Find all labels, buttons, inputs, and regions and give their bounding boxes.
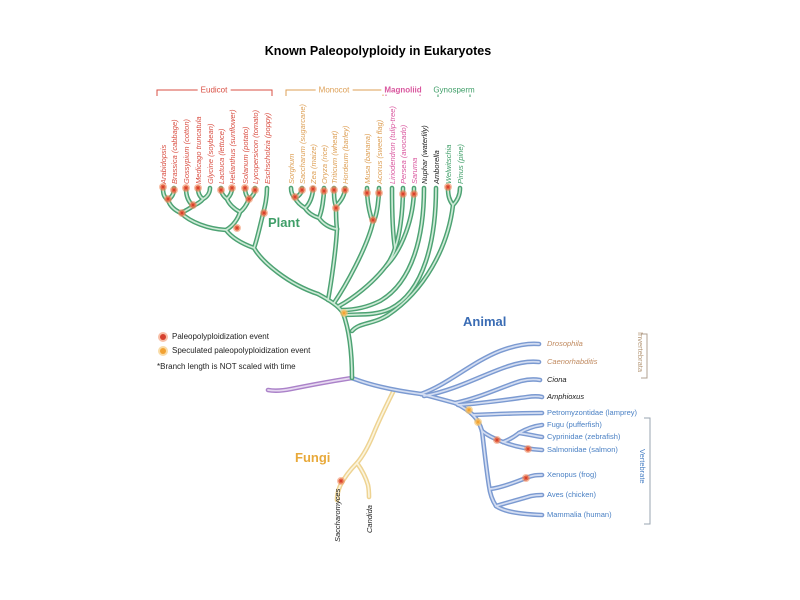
taxon-label-petromyzontidae: Petromyzontidae (lamprey): [547, 408, 638, 417]
event-dot: [158, 182, 167, 191]
section-title-plant: Plant: [268, 215, 300, 230]
event-dot: [232, 223, 241, 232]
taxon-label-musa: Musa (banana): [363, 133, 372, 184]
taxon-label-fugu: Fugu (pufferfish): [547, 420, 602, 429]
event-dot: [492, 435, 501, 444]
group-header-eudicot: Eudicot: [197, 85, 231, 95]
taxon-label-glycine: Glycine (soybean): [206, 123, 215, 184]
taxon-label-xenopus: Xenopus (frog): [547, 470, 597, 479]
event-dot: [409, 189, 418, 198]
event-dot: [250, 185, 259, 194]
taxon-label-salmonidae: Salmonidae (salmon): [547, 445, 618, 454]
event-dot-legend-icon: [160, 333, 166, 340]
taxon-label-welwitschia: Welwitschia: [444, 144, 453, 184]
taxon-label-lycopersicon: Lycopersicon (tomato): [251, 109, 260, 184]
event-dot: [188, 200, 197, 209]
clade-label-vertebrate: Vertebrate: [638, 449, 647, 484]
legend-event-label: Paleopolyploidization event: [172, 332, 269, 341]
taxon-label-amphioxus: Amphioxus: [547, 392, 585, 401]
event-dot: [227, 183, 236, 192]
event-dot: [329, 185, 338, 194]
event-dot: [169, 185, 178, 194]
taxon-label-caenorhabditis: Caenorhabditis: [547, 357, 598, 366]
event-dot: [362, 188, 371, 197]
taxon-label-gossypium: Gossypium (cotton): [182, 118, 191, 184]
taxon-label-lactuca: Lactuca (lettuce): [217, 128, 226, 184]
taxon-label-brassica: Brassica (cabbage): [170, 119, 179, 184]
taxon-label-cyprinidae: Cyprinidae (zebrafish): [547, 432, 621, 441]
event-dot: [177, 208, 186, 217]
taxon-label-amborella: Amborella: [432, 150, 441, 184]
speculated-event-dot: [464, 405, 473, 414]
group-header-gynosperm: Gynosperm: [430, 85, 478, 95]
clade-label-invertebrata: Invertebrata: [636, 332, 645, 373]
taxon-label-triticum: Triticum (wheat): [330, 130, 339, 184]
taxon-label-saccharum: Saccharum (sugarcane): [298, 103, 307, 184]
taxon-label-nuphar: Nuphar (waterlily): [420, 125, 429, 184]
speculated-event-dot: [473, 417, 482, 426]
taxon-label-acorus: Acorus (sweet flag): [375, 119, 384, 184]
section-title-animal: Animal: [463, 314, 507, 329]
taxon-label-aves: Aves (chicken): [547, 490, 597, 499]
paleopolyploidization-events: [158, 182, 533, 485]
event-dot: [398, 189, 407, 198]
event-dot: [193, 183, 202, 192]
event-dot: [290, 192, 299, 201]
group-header-monocot: Monocot: [315, 85, 353, 95]
speculated-event-dot: [339, 308, 348, 317]
legend-event-row: Paleopolyploidization event: [158, 332, 269, 341]
event-dot: [240, 183, 249, 192]
taxon-label-saccharomyces: Saccharomyces: [333, 488, 342, 542]
event-dot: [368, 215, 377, 224]
event-dot: [297, 185, 306, 194]
event-dot: [336, 476, 345, 485]
taxon-label-ciona: Ciona: [547, 375, 567, 384]
taxon-label-zea: Zea (maize): [309, 143, 318, 184]
speculated-dot-legend-icon: [160, 347, 166, 354]
outgroup-branch: [268, 378, 352, 391]
invertebrata-bracket: [641, 333, 648, 379]
branch-length-note: *Branch length is NOT scaled with time: [157, 362, 296, 371]
event-dot: [522, 473, 531, 482]
diagram-title: Known Paleopolyploidy in Eukaryotes: [264, 44, 492, 58]
event-dot: [308, 184, 317, 193]
taxon-label-helianthus: Helianthus (sunflower): [228, 109, 237, 184]
section-title-fungi: Fungi: [295, 450, 331, 465]
taxon-label-persea: Persea (avocado): [399, 124, 408, 184]
event-dot: [331, 203, 340, 212]
event-dot: [374, 188, 383, 197]
taxon-label-eschscholzia: Eschscholzia (poppy): [263, 112, 272, 184]
event-dot: [181, 183, 190, 192]
taxon-label-medicago: Medicago truncatula: [194, 116, 203, 184]
event-dot: [244, 194, 253, 203]
taxon-label-hordeum: Hordeum (barley): [341, 125, 350, 184]
group-header-magnoliid: Magnoliid: [381, 85, 425, 95]
taxon-label-solanum: Solanum (potato): [241, 126, 250, 184]
vertebrate-bracket: [644, 417, 651, 525]
event-dot: [216, 185, 225, 194]
taxon-label-pinus: Pinus (pine): [456, 143, 465, 184]
event-dot: [340, 185, 349, 194]
taxon-label-drosophila: Drosophila: [547, 339, 583, 348]
fungi-branches: [337, 390, 394, 500]
taxon-label-liriodendron: Liriodendron (tulip-tree): [388, 106, 397, 184]
event-dot: [443, 182, 452, 191]
legend-speculated-label: Speculated paleopolyploidization event: [172, 346, 311, 355]
event-dot: [524, 444, 533, 453]
event-dot: [259, 208, 268, 217]
taxon-label-mammalia: Mammalia (human): [547, 510, 612, 519]
taxon-label-sorghum: Sorghum: [287, 153, 296, 184]
event-dot: [319, 186, 328, 195]
taxon-label-arabidopsis: Arabidopsis: [159, 144, 168, 184]
animal-branches: [352, 344, 542, 515]
taxon-label-candida: Candida: [365, 505, 374, 533]
taxon-label-oryza: Oryza (rice): [320, 144, 329, 184]
legend-speculated-row: Speculated paleopolyploidization event: [158, 346, 310, 355]
taxon-label-saruma: Saruma: [410, 157, 419, 184]
event-dot: [163, 194, 172, 203]
